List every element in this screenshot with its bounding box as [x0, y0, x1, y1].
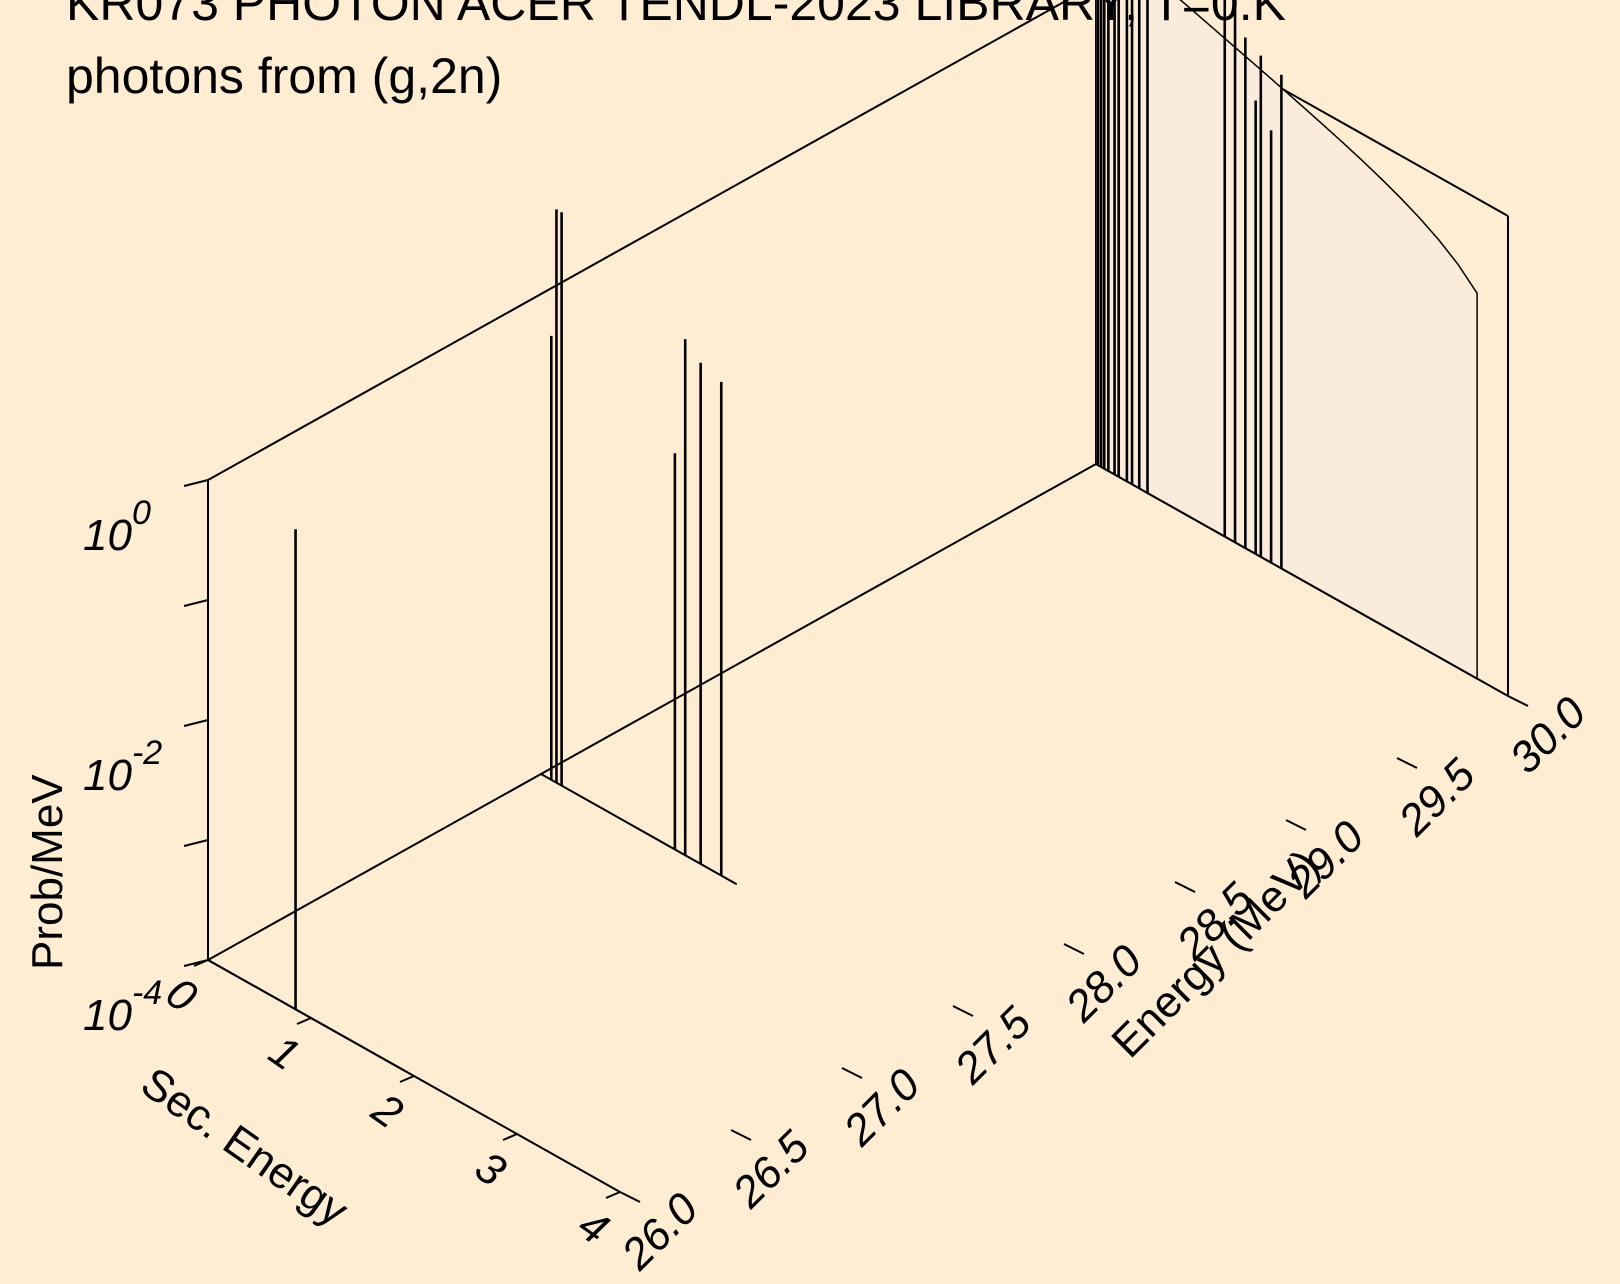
y-tick	[296, 1017, 312, 1025]
z-tick-label: 10-2	[83, 734, 162, 800]
y-tick	[193, 959, 209, 967]
x-tick	[1507, 695, 1529, 707]
top-back-edge	[207, 0, 1070, 481]
z-tick	[183, 839, 209, 847]
x-tick	[1063, 943, 1085, 955]
x-tick	[1285, 819, 1307, 831]
z-axis-label: Prob/MeV	[23, 774, 72, 970]
continuum-surface	[1095, 0, 1478, 680]
x-tick	[730, 1129, 752, 1141]
z-tick	[183, 719, 209, 727]
z-tick	[183, 479, 209, 487]
x-tick	[841, 1067, 863, 1079]
slice-baseline	[540, 773, 738, 886]
y-tick	[605, 1191, 621, 1199]
chart-subtitle: photons from (g,2n)	[66, 48, 502, 104]
continuum-area	[1095, 0, 1478, 680]
spectrum-lines	[207, 0, 1478, 1072]
z-tick-label: 10-4	[83, 974, 162, 1040]
x-tick	[619, 1191, 641, 1203]
z-tick	[183, 599, 209, 607]
x-axis-line	[207, 463, 1097, 961]
x-tick	[1396, 757, 1418, 769]
slice-baseline	[1095, 463, 1478, 680]
x-tick	[952, 1005, 974, 1017]
slice-baseline	[207, 959, 405, 1072]
x-tick	[1174, 881, 1196, 893]
chart-title: KR073 PHOTON ACER TENDL-2023 LIBRARY; T=…	[66, 0, 1286, 31]
y-tick	[502, 1133, 518, 1141]
z-tick-label: 100	[83, 494, 151, 560]
y-tick	[399, 1075, 415, 1083]
